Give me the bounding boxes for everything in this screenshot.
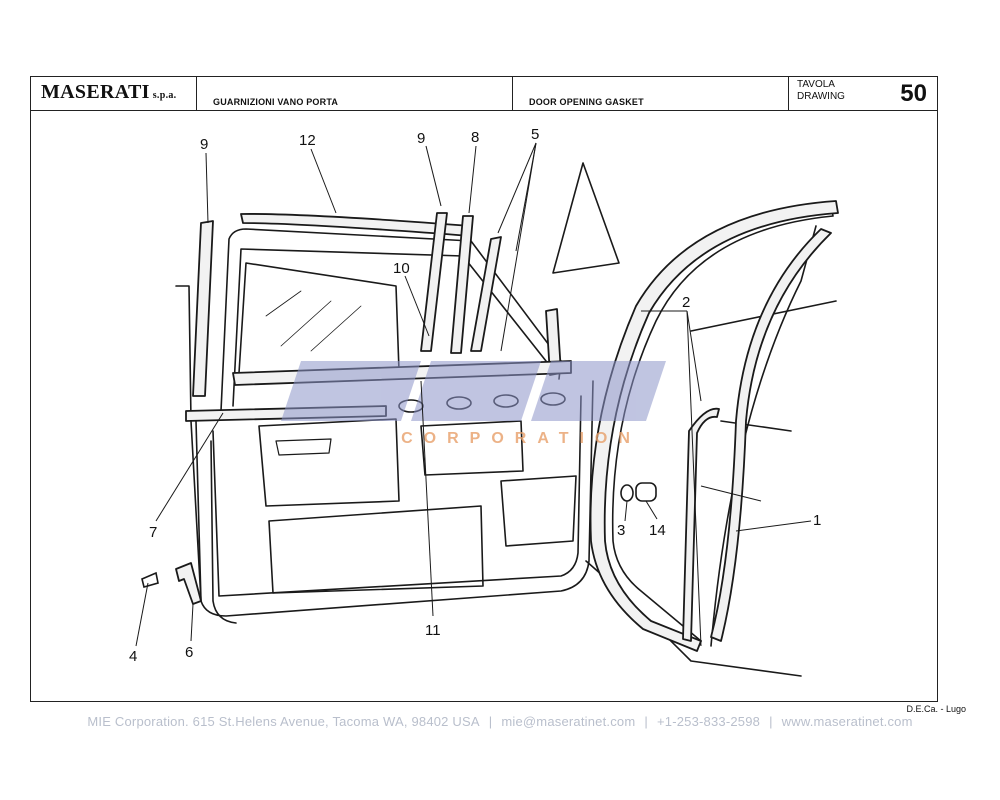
door-panel-cutout-4	[420, 420, 524, 476]
watermark-text: CORPORATION	[401, 430, 641, 447]
english-title-cell: DOOR OPENING GASKET	[513, 77, 789, 110]
gasket-8-channel	[450, 215, 474, 354]
footer-website[interactable]: www.maseratinet.com	[781, 714, 913, 729]
callout-2: 2	[682, 294, 690, 311]
footer-company: MIE Corporation. 615 St.Helens Avenue, T…	[87, 714, 480, 729]
door-panel-cutout-3	[500, 475, 577, 547]
tavola-labels: TAVOLA DRAWING	[797, 79, 845, 103]
door-hinge-edge	[175, 285, 202, 602]
watermark-logo	[281, 361, 666, 421]
footer-separator: |	[488, 714, 493, 729]
door-handle-recess	[275, 438, 332, 456]
door-latch-edge	[210, 440, 237, 624]
callout-4: 4	[129, 648, 137, 665]
window-frame	[220, 228, 562, 412]
callout-3: 3	[617, 522, 625, 539]
glass-reflection-1	[265, 290, 302, 317]
body-panel-line-2	[720, 420, 792, 432]
gasket-1-door-opening	[589, 200, 839, 652]
door-panel-cutout-1	[258, 418, 400, 507]
footer-phone: +1-253-833-2598	[656, 714, 761, 729]
gasket-6-bracket	[175, 562, 202, 605]
callout-9-right: 9	[417, 130, 425, 147]
drawing-label: DRAWING	[797, 91, 845, 102]
callout-5: 5	[531, 126, 539, 143]
drawing-credit: D.E.Ca. - Lugo	[906, 704, 966, 714]
window-frame-inner	[232, 248, 547, 407]
footer-separator: |	[769, 714, 773, 729]
callout-8: 8	[471, 129, 479, 146]
callout-12: 12	[299, 132, 316, 149]
callout-10: 10	[393, 260, 410, 277]
door-glass	[238, 262, 400, 374]
callout-11: 11	[425, 622, 441, 639]
gasket-2-opening	[710, 228, 832, 642]
brand-name: MASERATI	[41, 81, 150, 103]
glass-reflection-3	[310, 305, 362, 352]
glass-reflection-2	[280, 300, 332, 347]
callout-7: 7	[149, 524, 157, 541]
gasket-9-front-pillar	[192, 220, 214, 397]
door-panel-cutout-2	[268, 505, 484, 594]
gasket-5-run-channel	[470, 236, 502, 352]
footer: MIE Corporation. 615 St.Helens Avenue, T…	[0, 714, 1000, 729]
footer-email[interactable]: mie@maseratinet.com	[501, 714, 636, 729]
footer-separator: |	[644, 714, 648, 729]
door-outline	[195, 380, 594, 617]
tavola-label: TAVOLA	[797, 79, 835, 90]
door-gasket-diagram: CORPORATION 9 12 9 8 5	[129, 126, 839, 677]
drawing-number-cell: TAVOLA DRAWING 50	[789, 77, 939, 110]
brand-suffix: s.p.a.	[152, 90, 177, 101]
plug-14	[635, 482, 657, 502]
drawing-number: 50	[900, 80, 927, 107]
callout-9-left: 9	[200, 136, 208, 153]
callout-6: 6	[185, 644, 193, 661]
screw-4	[141, 571, 159, 588]
title-italian: GUARNIZIONI VANO PORTA	[213, 97, 339, 107]
door-inner-outline	[212, 395, 582, 597]
callout-1: 1	[813, 512, 821, 529]
title-english: DOOR OPENING GASKET	[529, 97, 644, 107]
vent-window-glass	[552, 162, 620, 274]
callout-14: 14	[649, 522, 666, 539]
gasket-2-lower	[682, 407, 720, 642]
italian-title-cell: GUARNIZIONI VANO PORTA	[197, 77, 513, 110]
grommet-3	[620, 484, 634, 502]
gasket-9-rear-channel	[420, 212, 448, 352]
